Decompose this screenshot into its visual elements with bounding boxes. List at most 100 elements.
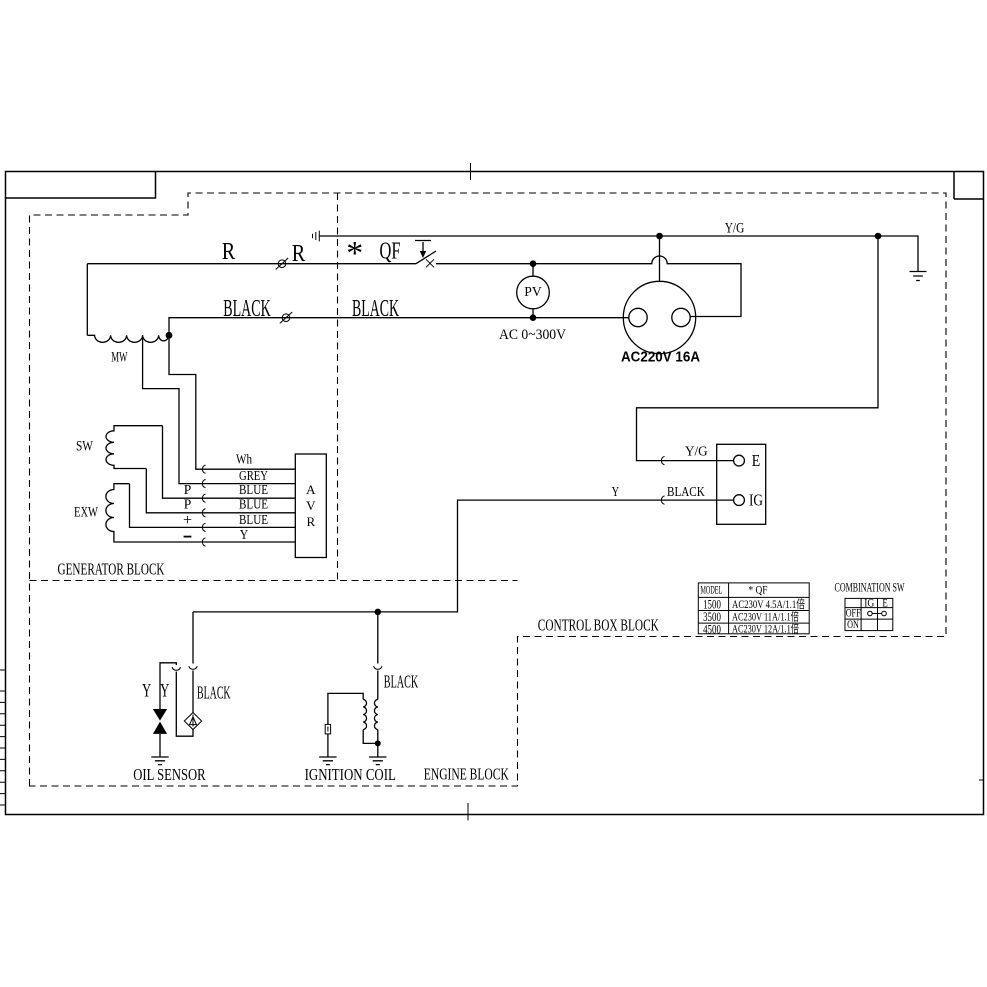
- r-label-1: R: [222, 239, 236, 265]
- ignition-coil-circuit: [319, 611, 387, 766]
- wire-oil-sensor-top: [159, 662, 177, 709]
- model-row-3500-qf: AC230V 11A/1.1倍: [732, 610, 799, 624]
- engine-block-label: ENGINE BLOCK: [424, 765, 509, 784]
- exw-label: EXW: [74, 505, 99, 521]
- avr-pin-label-minus: -: [183, 522, 193, 548]
- avr-pin-label-p1: P: [184, 483, 192, 498]
- spark-plug-icon: [324, 723, 332, 735]
- oil-y-label-1: Y: [142, 681, 151, 702]
- model-table-header-model: MODEL: [701, 584, 723, 596]
- ground-symbol-right-icon: [909, 270, 927, 282]
- black-to-ig-label: BLACK: [667, 485, 705, 500]
- model-row-1500: 1500: [703, 596, 721, 611]
- wire-oil-return: [175, 671, 194, 737]
- terminal-e-label: E: [752, 451, 761, 470]
- ignition-plug-connector-icon: [373, 665, 383, 670]
- sw-label: SW: [76, 439, 94, 455]
- oil-pressure-switch-icon: [183, 711, 203, 731]
- avr-wire-label-blue2: BLUE: [239, 498, 268, 513]
- pv-label: PV: [524, 285, 542, 300]
- oil-ground-icon: [151, 756, 169, 766]
- plug-ground-icon: [319, 756, 337, 766]
- combination-col-ig: IG: [864, 597, 874, 609]
- combination-row-off: OFF: [846, 608, 861, 620]
- avr-wire-label-grey: GREY: [239, 469, 268, 484]
- black-wire-connector-icon: [279, 311, 293, 324]
- wire-yg-to-e: [635, 236, 879, 462]
- oil-black-label: BLACK: [197, 683, 231, 703]
- wire-r: [86, 263, 416, 336]
- labels: R R * QF BLACK BLACK MW SW EXW Wh GREY B…: [58, 221, 905, 785]
- model-row-3500: 3500: [703, 609, 721, 624]
- generator-block: [86, 257, 629, 559]
- mw-coil-symbol: [87, 334, 170, 343]
- block-outlines: [28, 192, 947, 787]
- top-left-notch: [5, 171, 157, 199]
- left-border-ticks: [0, 669, 6, 806]
- engine-block: [151, 608, 387, 766]
- r-label-2: R: [292, 241, 306, 267]
- e-ig-plug-connectors-icon: [660, 455, 665, 505]
- wire-primary-to-plug: [327, 692, 364, 725]
- wire-yg-main: [319, 235, 919, 272]
- wire-black: [168, 317, 629, 336]
- avr-wire-label-blue3: BLUE: [239, 513, 268, 528]
- avr-letter-v: V: [306, 498, 316, 513]
- oil-sensor-circuit: [151, 611, 203, 766]
- sw-coil-symbol: [105, 425, 163, 470]
- avr-pin-label-p2: P: [184, 498, 192, 513]
- outer-border: [4, 170, 985, 816]
- oil-y-label-2: Y: [160, 681, 169, 702]
- model-row-4500: 4500: [703, 621, 721, 636]
- ignition-coil-label: IGNITION COIL: [305, 765, 396, 784]
- page-frame: [0, 163, 985, 821]
- qf-label: QF: [380, 239, 401, 265]
- wire-r-to-socket: [436, 255, 742, 318]
- socket-label: AC220V 16A: [621, 350, 700, 366]
- oil-sensor-label: OIL SENSOR: [133, 765, 206, 784]
- oil-plug-connector-icon: [188, 665, 198, 670]
- ignition-ground-icon: [369, 756, 387, 766]
- terminal-ig-label: IG: [749, 491, 763, 510]
- model-table-header-qf: * QF: [749, 584, 768, 596]
- model-table: [697, 582, 810, 635]
- yg-main-label: Y/G: [725, 221, 745, 237]
- key-switch-off-contact-icon: [867, 610, 887, 617]
- combination-col-e: E: [882, 597, 887, 609]
- e-ig-terminal-block: [716, 443, 767, 525]
- avr-letter-r: R: [306, 514, 315, 529]
- y-to-ig-label: Y: [612, 485, 620, 500]
- avr-wire-label-blue1: BLUE: [239, 483, 268, 498]
- pv-voltmeter: [516, 260, 550, 322]
- ignition-secondary-coil-icon: [373, 698, 378, 731]
- ignition-primary-coil-icon: [363, 698, 368, 731]
- wire-ig-to-engine: [193, 499, 734, 613]
- wire-blue-3: [128, 483, 296, 529]
- wire-primary-to-junction: [362, 729, 378, 745]
- model-row-4500-qf: AC230V 12A/1.1倍: [732, 621, 799, 635]
- blocks-outer-dashed-outline: [28, 192, 947, 787]
- qf-breaker-icon: [415, 239, 437, 268]
- qf-star-label: *: [346, 235, 363, 272]
- avr-box: [294, 453, 327, 559]
- mw-label: MW: [111, 350, 128, 366]
- oil-sensor-valve-icon: [152, 709, 168, 734]
- avr-wire-label-wh: Wh: [236, 453, 252, 468]
- ground-symbol-left-icon: [312, 230, 320, 242]
- oil-return-plug-connector-icon: [171, 666, 181, 671]
- ac-socket-icon: [622, 280, 697, 355]
- black-label-1: BLACK: [223, 296, 271, 322]
- control-box-block: [193, 230, 927, 635]
- pv-range-label: AC 0~300V: [499, 327, 566, 343]
- exw-coil-symbol: [105, 483, 296, 543]
- top-right-notch: [953, 171, 984, 200]
- avr-plug-connectors-icon: [201, 464, 206, 547]
- wire-wh: [168, 335, 296, 470]
- model-row-1500-qf: AC230V 4.5A/1.1倍: [732, 597, 805, 611]
- yg-to-e-label: Y/G: [685, 444, 708, 459]
- generator-block-label: GENERATOR BLOCK: [58, 560, 165, 579]
- wire-blue-2: [145, 468, 296, 514]
- ignition-black-label: BLACK: [384, 672, 418, 692]
